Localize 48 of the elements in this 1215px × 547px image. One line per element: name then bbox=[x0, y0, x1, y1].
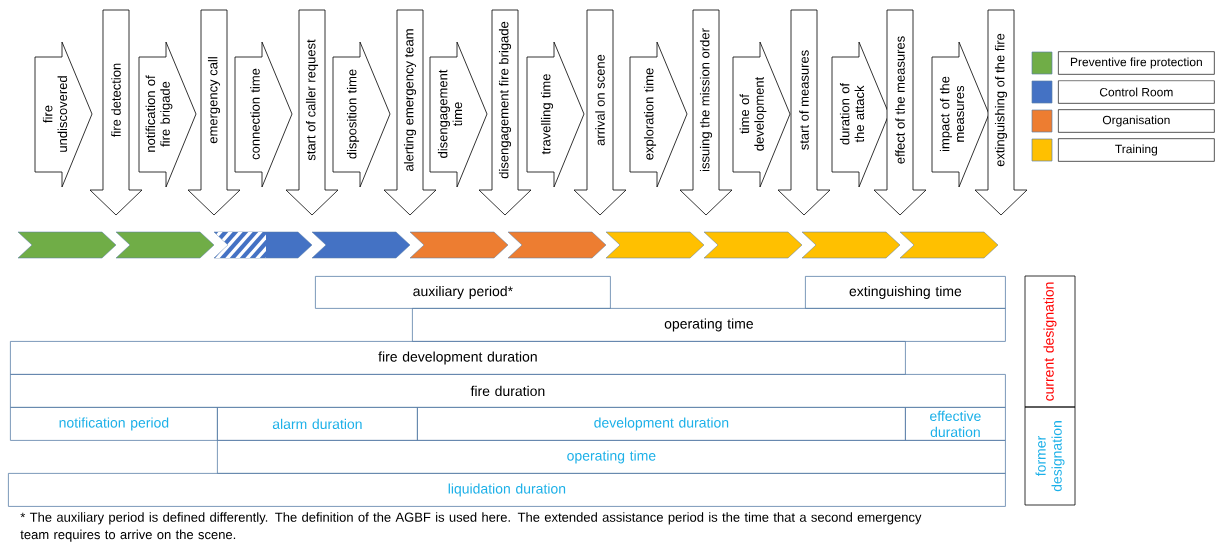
duration-block: connection time bbox=[234, 41, 293, 188]
phase-segment bbox=[899, 231, 999, 259]
duration-block: impact of the measures bbox=[931, 41, 990, 188]
duration-block: disengagement time bbox=[429, 41, 488, 188]
event-block: alerting emergency team bbox=[383, 9, 437, 216]
period-bar: auxiliary period* bbox=[315, 276, 611, 309]
legend-label: Preventive fire protection bbox=[1058, 51, 1215, 75]
period-bar: liquidation duration bbox=[8, 473, 1006, 507]
period-bar: effective duration bbox=[905, 407, 1006, 441]
phase-segment bbox=[605, 231, 705, 259]
event-block: extinguishing of the fire bbox=[974, 9, 1028, 216]
event-block: issuing the mission order bbox=[679, 9, 733, 216]
event-block: arrival on scene bbox=[573, 9, 627, 216]
event-block: start of measures bbox=[777, 9, 831, 216]
period-bar: alarm duration bbox=[217, 407, 418, 441]
phase-segment bbox=[311, 231, 411, 259]
duration-block: duration of the attack bbox=[831, 41, 890, 188]
event-block: emergency call bbox=[187, 9, 241, 216]
event-block: start of caller request bbox=[285, 9, 339, 216]
duration-block: disposition time bbox=[332, 41, 391, 188]
period-bar: development duration bbox=[417, 407, 906, 441]
phase-segment bbox=[17, 231, 117, 259]
event-block: disengagement fire brigade bbox=[478, 9, 532, 216]
duration-block: exploration time bbox=[629, 41, 688, 188]
event-block: effect of the measures bbox=[873, 9, 927, 216]
period-bar: operating time bbox=[217, 440, 1006, 474]
phase-segment bbox=[507, 231, 607, 259]
period-bar: extinguishing time bbox=[805, 276, 1006, 309]
event-block: fire detection bbox=[89, 9, 143, 216]
designation-box: former designation bbox=[1024, 406, 1076, 506]
legend-label: Control Room bbox=[1058, 80, 1215, 104]
period-bar: fire duration bbox=[10, 374, 1006, 408]
designation-box: current designation bbox=[1024, 275, 1076, 408]
duration-block: time of development bbox=[732, 41, 791, 188]
duration-block: travelling time bbox=[526, 41, 585, 188]
footnote: * The auxiliary period is defined differently. The definition of the AGBF is used here. The extended assistance period is the time that a second emergency team requires to arrive on the scene. bbox=[20, 512, 922, 542]
legend-label: Training bbox=[1058, 138, 1215, 162]
phase-segment bbox=[409, 231, 509, 259]
phase-segment bbox=[801, 231, 901, 259]
duration-block: notification of fire brigade bbox=[138, 41, 197, 188]
phase-segment bbox=[115, 231, 215, 259]
period-bar: operating time bbox=[412, 308, 1006, 342]
phase-segment bbox=[703, 231, 803, 259]
legend-label: Organisation bbox=[1058, 109, 1215, 133]
period-bar: notification period bbox=[10, 407, 218, 441]
phase-segment bbox=[213, 231, 313, 259]
duration-block: fire undiscovered bbox=[34, 41, 93, 188]
period-bar: fire development duration bbox=[10, 341, 906, 375]
